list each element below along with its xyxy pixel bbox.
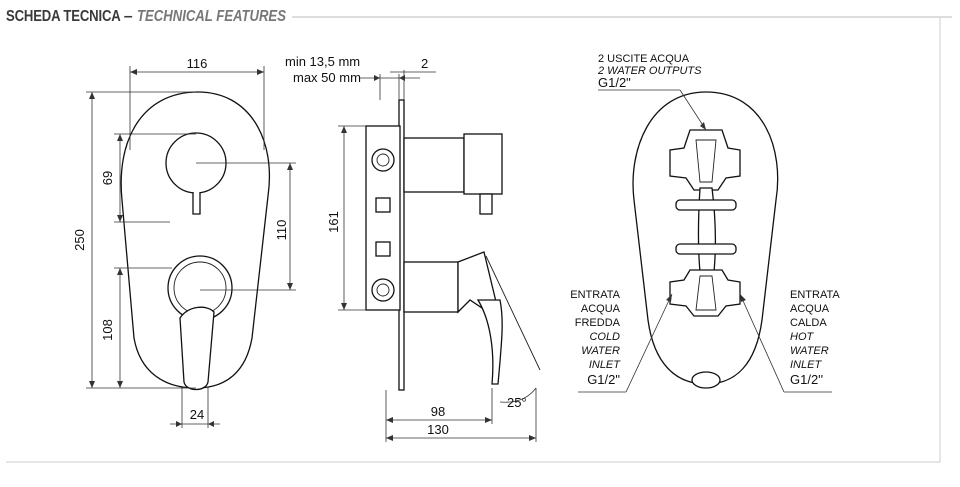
frame-border [6,17,941,463]
outputs-label-en: 2 WATER OUTPUTS [597,65,702,77]
cold-label-en-2: WATER [581,345,620,357]
header-title: SCHEDA TECNICA [6,8,121,25]
body-port-1 [375,197,391,213]
lever-swing-line [485,255,541,371]
upper-knob-side [463,133,503,195]
hot-label-en-1: HOT [790,331,815,343]
output-fitting-bottom [669,269,741,317]
dim-130-label: 130 [427,422,449,437]
dim-161-label: 161 [326,211,341,233]
outputs-label-it: 2 USCITE ACQUA [598,53,690,65]
cold-label-en-1: COLD [589,331,620,343]
cold-size: G1/2" [587,372,620,387]
lower-cartridge [403,261,459,313]
outputs-size: G1/2" [598,75,631,90]
output-fitting-top [669,129,741,191]
upper-knob-stem [192,192,201,215]
body-port-2 [375,241,391,257]
hot-label-1: ENTRATA [790,289,840,301]
back-view: 2 USCITE ACQUA 2 WATER OUTPUTS G1/2" ENT… [570,53,840,393]
dim-min-label: min 13,5 mm [285,54,360,69]
dim-250-label: 250 [72,229,87,251]
hot-label-2: ACQUA [790,303,830,315]
hot-label-en-3: INLET [790,359,822,371]
cold-label-3: FREDDA [575,317,621,329]
upper-cartridge [403,137,465,193]
lever-handle [179,306,215,391]
dim-2-label: 2 [421,56,428,71]
upper-stem-side [479,193,493,215]
bolt-1 [675,199,737,211]
dim-angle-label: 25° [507,395,527,410]
hot-size: G1/2'' [790,372,823,387]
cold-label-en-3: INLET [589,359,621,371]
header-separator: – [123,8,133,25]
hot-label-3: CALDA [790,317,827,329]
page-header: SCHEDA TECNICA – TECHNICAL FEATURES [6,8,318,30]
header-subtitle: TECHNICAL FEATURES [136,8,286,25]
inlet-bottom [371,278,395,302]
inlet-top [371,148,395,172]
cold-label-1: ENTRATA [570,289,620,301]
dim-24-label: 24 [190,407,204,422]
bolt-2 [675,243,737,255]
lever-side [476,299,503,385]
side-view: min 13,5 mm max 50 mm 2 161 98 130 25° [285,54,541,442]
dim-110-label: 110 [274,220,289,241]
front-view: 116 250 69 110 108 24 [72,56,296,428]
dim-98-label: 98 [431,404,445,419]
dim-max-label: max 50 mm [293,70,361,85]
dim-116-label: 116 [187,56,208,71]
dim-108-label: 108 [100,319,115,341]
hot-label-en-2: WATER [790,345,829,357]
dim-69-label: 69 [100,171,115,185]
cold-label-2: ACQUA [581,303,621,315]
bottom-drain [691,371,721,389]
